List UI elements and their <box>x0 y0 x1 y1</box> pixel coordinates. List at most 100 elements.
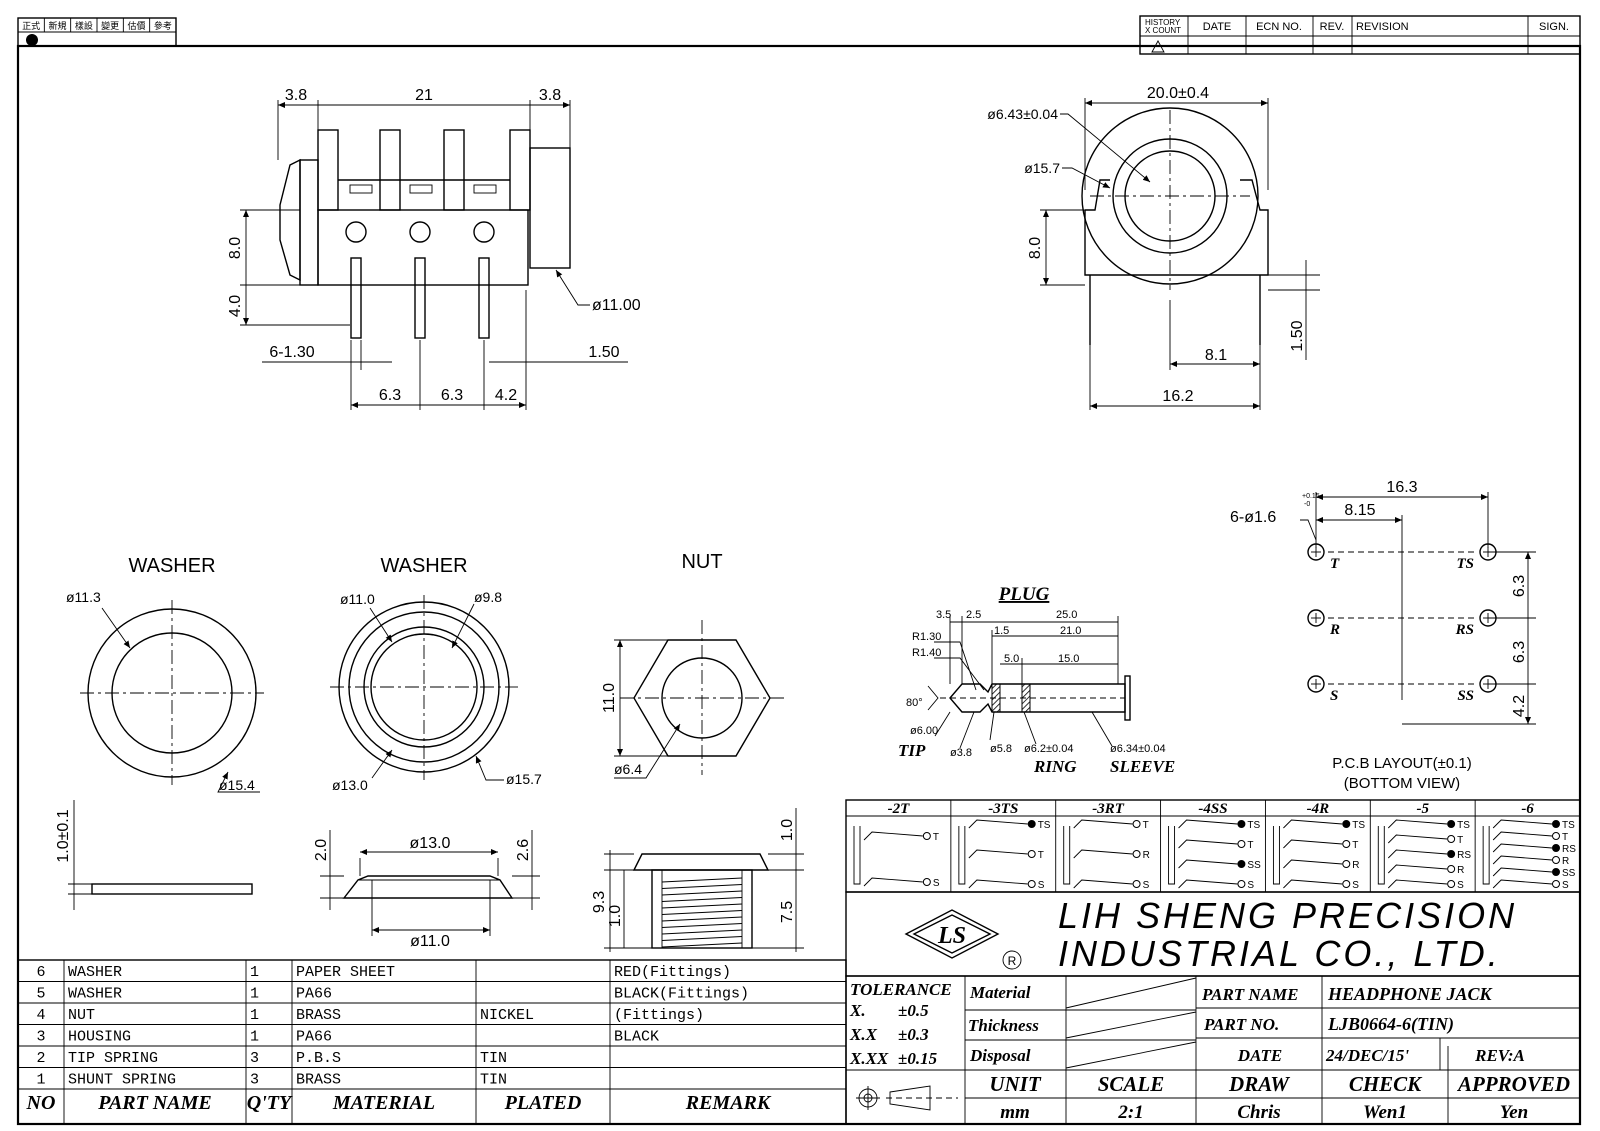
bom-cell: RED(Fittings) <box>614 964 731 981</box>
variant-pin: S <box>1562 880 1569 891</box>
washer1-title: WASHER <box>128 555 215 577</box>
side-dia: ø11.00 <box>592 297 641 314</box>
tb-tol-xx-val: ±0.3 <box>898 1025 929 1044</box>
variant-name: -3TS <box>988 801 1018 817</box>
variant-pin: S <box>1038 880 1045 891</box>
bom-cell: 1 <box>250 964 259 981</box>
pcb-v3: 4.2 <box>1511 695 1528 717</box>
variant-name: -2T <box>888 801 910 817</box>
tb-check-label: CHECK <box>1349 1072 1423 1096</box>
pcb-half: 8.15 <box>1344 502 1375 519</box>
pcb-tol-plus: +0.15 <box>1302 493 1320 500</box>
variant-name: -6 <box>1521 801 1534 817</box>
tb-scale: 2:1 <box>1117 1102 1143 1123</box>
variant-name: -5 <box>1416 801 1429 817</box>
side-d1: 3.8 <box>285 87 307 104</box>
rev-revision: REVISION <box>1356 21 1409 33</box>
plug-d1: 3.5 <box>936 609 951 621</box>
bom-cell: BLACK(Fittings) <box>614 986 749 1003</box>
bom-cell: NUT <box>68 1007 95 1024</box>
variant-pin: R <box>1143 850 1150 861</box>
plug-d7: 15.0 <box>1058 653 1079 665</box>
tb-part-name: HEADPHONE JACK <box>1327 984 1494 1004</box>
side-p3: 4.2 <box>495 387 517 404</box>
tb-tol-xxx: X.XX <box>849 1049 889 1068</box>
bom-cell: 4 <box>36 1007 45 1024</box>
stamp-cell: 正式 <box>22 20 40 31</box>
company-block: LS R LIH SHENG PRECISION INDUSTRIAL CO.,… <box>845 891 1581 977</box>
bom-cell: TIN <box>480 1072 507 1089</box>
plug-d5: 21.0 <box>1060 625 1081 637</box>
variant-pin: S <box>1247 880 1254 891</box>
bom-cell: 1 <box>36 1072 45 1089</box>
rev-ecn: ECN NO. <box>1256 21 1302 33</box>
pcb-label: SS <box>1457 688 1474 704</box>
bom-cell: TIP SPRING <box>68 1050 158 1067</box>
rev-sign: SIGN. <box>1539 21 1569 33</box>
stamp-cell: 估價 <box>127 20 145 31</box>
nut-bore: ø6.4 <box>614 761 642 777</box>
plug-d634: ø6.34±0.04 <box>1110 743 1166 755</box>
washer2-top: ø13.0 <box>410 835 451 852</box>
washer2-d2: ø9.8 <box>474 589 502 605</box>
bom-cell: PAPER SHEET <box>296 964 395 981</box>
variant-pin: S <box>1143 880 1150 891</box>
company-logo: LS <box>937 923 966 949</box>
tb-approved-label: APPROVED <box>1456 1072 1570 1096</box>
plug-ring: RING <box>1033 757 1077 776</box>
nut-h-top: 1.0 <box>779 819 796 841</box>
tb-date: 24/DEC/15' <box>1325 1046 1409 1065</box>
bom-cell: BRASS <box>296 1007 341 1024</box>
tb-part-name-label: PART NAME <box>1201 985 1299 1004</box>
bom-cell: 1 <box>250 1007 259 1024</box>
bom-cell: (Fittings) <box>614 1007 704 1024</box>
rev-count: X COUNT <box>1145 26 1181 35</box>
tb-tol-x: X. <box>849 1001 866 1020</box>
side-p2: 6.3 <box>441 387 463 404</box>
stamp-cell: 新規 <box>48 20 66 31</box>
variant-pin: T <box>1247 840 1253 851</box>
plug-tipdia: ø6.00 <box>910 725 938 737</box>
bom-cell: SHUNT SPRING <box>68 1072 176 1089</box>
variant-name: -4SS <box>1198 801 1227 817</box>
variant-pin: T <box>933 832 939 843</box>
tb-draw: Chris <box>1237 1102 1280 1123</box>
rev-date: DATE <box>1203 21 1232 33</box>
variant-pin: SS <box>1562 868 1576 879</box>
bom-cell: PA66 <box>296 986 332 1003</box>
plug-d4: 1.5 <box>994 625 1009 637</box>
variant-pin: TS <box>1352 820 1365 831</box>
nut-h-thread: 7.5 <box>779 901 796 923</box>
tb-part-no: LJB0664-6(TIN) <box>1327 1014 1454 1035</box>
washer2-h2: 2.6 <box>515 839 532 861</box>
plug-d2: 2.5 <box>966 609 981 621</box>
bom-cell: 3 <box>250 1050 259 1067</box>
washer2-d3: ø13.0 <box>332 777 368 793</box>
bom-cell: PA66 <box>296 1029 332 1046</box>
plug-d6: 5.0 <box>1004 653 1019 665</box>
stamp-dot <box>26 34 38 46</box>
side-right: 1.50 <box>588 344 619 361</box>
variant-pin: R <box>1457 865 1464 876</box>
pcb-holes: 6-ø1.6 <box>1230 509 1276 526</box>
stamp-cell: 變更 <box>101 20 119 31</box>
company-line2: INDUSTRIAL CO., LTD. <box>1058 933 1501 974</box>
tb-tol-x-val: ±0.5 <box>898 1001 929 1020</box>
tb-check: Wen1 <box>1363 1102 1407 1123</box>
pcb-v2: 6.3 <box>1511 641 1528 663</box>
side-d3: 3.8 <box>539 87 561 104</box>
bom-cell: BRASS <box>296 1072 341 1089</box>
variant-pin: R <box>1352 860 1359 871</box>
variant-pin: S <box>1352 880 1359 891</box>
washer1-inner: ø11.3 <box>66 589 101 605</box>
washer2-title: WASHER <box>380 555 467 577</box>
washer1-thick: 1.0±0.1 <box>55 809 72 862</box>
pcb-caption1: P.C.B LAYOUT(±0.1) <box>1332 755 1471 772</box>
plug-angle: 80° <box>906 697 923 709</box>
variant-pin: RS <box>1562 844 1576 855</box>
plug-d3: 25.0 <box>1056 609 1077 621</box>
variant-pin: T <box>1562 832 1568 843</box>
plug-r2: R1.40 <box>912 647 941 659</box>
